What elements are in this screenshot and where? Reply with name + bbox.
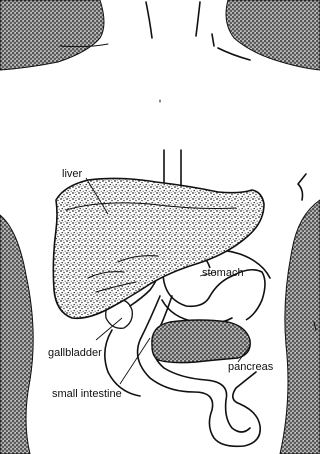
left-shoulder (0, 0, 104, 70)
neck-line-right (196, 2, 200, 36)
liver-label: liver (62, 168, 83, 180)
small-intestine-leader (120, 338, 150, 384)
neck-line-left (146, 2, 152, 38)
small-intestine-label: small intestine (52, 388, 122, 400)
right-torso-outline (298, 174, 306, 200)
right-shoulder (226, 0, 320, 70)
intestine-loop-left (105, 330, 140, 396)
stomach-label: stomach (202, 267, 244, 279)
right-torso (280, 200, 320, 454)
pancreas (152, 320, 250, 363)
gallbladder-label: gallbladder (48, 347, 102, 359)
left-torso (0, 215, 33, 454)
pancreas-label: pancreas (228, 361, 274, 373)
